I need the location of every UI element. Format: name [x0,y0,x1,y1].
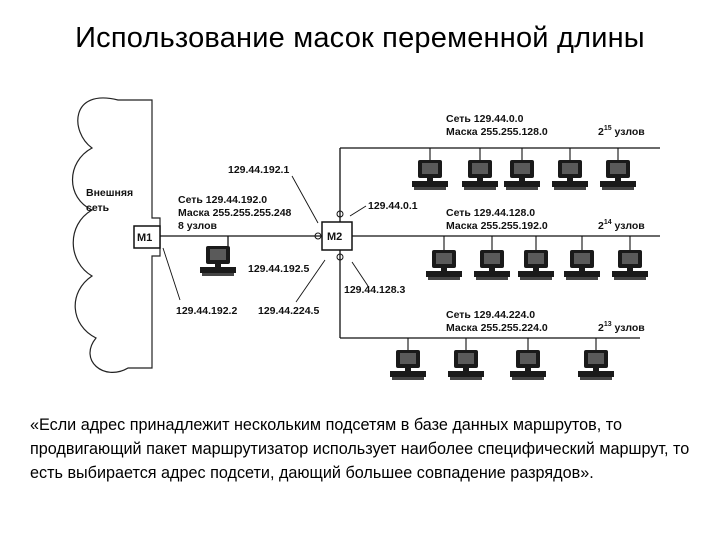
net2-mask: Маска 255.255.192.0 [446,220,548,232]
router-m2-label: M2 [327,231,342,243]
net3-nodes: 213 узлов [598,321,645,334]
computer-icon [474,250,510,280]
router-m1-label: M1 [137,232,152,244]
computer-icon [518,250,554,280]
computer-icon [600,160,636,190]
quote-text: «Если адрес принадлежит нескольким подсе… [30,416,690,482]
net2-name: Сеть 129.44.128.0 [446,207,535,219]
net2-nodes: 214 узлов [598,219,645,232]
ip-label: 129.44.192.5 [248,263,309,275]
leader-line [295,259,326,303]
net1-mask: Маска 255.255.128.0 [446,126,548,138]
leader-line [291,175,319,224]
net1-nodes: 215 узлов [598,125,645,138]
slide-title: Использование масок переменной длины [75,22,645,54]
computer-icon [412,160,448,190]
cloud-label: Внешняя [86,187,133,199]
ip-label: 129.44.192.2 [176,305,237,317]
computer-icon [504,160,540,190]
computer-icon [564,250,600,280]
router-m1 [133,225,161,249]
ip-label: 129.44.0.1 [368,200,418,212]
leader-line [162,247,181,301]
computer-icon [510,350,546,380]
leader-line [351,261,369,287]
net3-mask: Маска 255.255.224.0 [446,322,548,334]
net3-name: Сеть 129.44.224.0 [446,309,535,321]
ip-label: 129.44.224.5 [258,305,319,317]
ip-label: 129.44.128.3 [344,284,405,296]
router-m2 [321,221,353,251]
computer-icon [462,160,498,190]
net-left-nodes: 8 узлов [178,220,217,232]
net1-name: Сеть 129.44.0.0 [446,113,524,125]
computer-icon [552,160,588,190]
computer-icon [612,250,648,280]
computer-icon [448,350,484,380]
cloud-label: сеть [86,202,110,214]
net-left-mask: Маска 255.255.255.248 [178,207,292,219]
leader-line [349,205,367,217]
net-left-name: Сеть 129.44.192.0 [178,194,267,206]
external-network-cloud [71,97,161,373]
computer-icon [200,246,236,276]
computer-icon [578,350,614,380]
ip-label: 129.44.192.1 [228,164,289,176]
computer-icon [426,250,462,280]
computer-icon [390,350,426,380]
